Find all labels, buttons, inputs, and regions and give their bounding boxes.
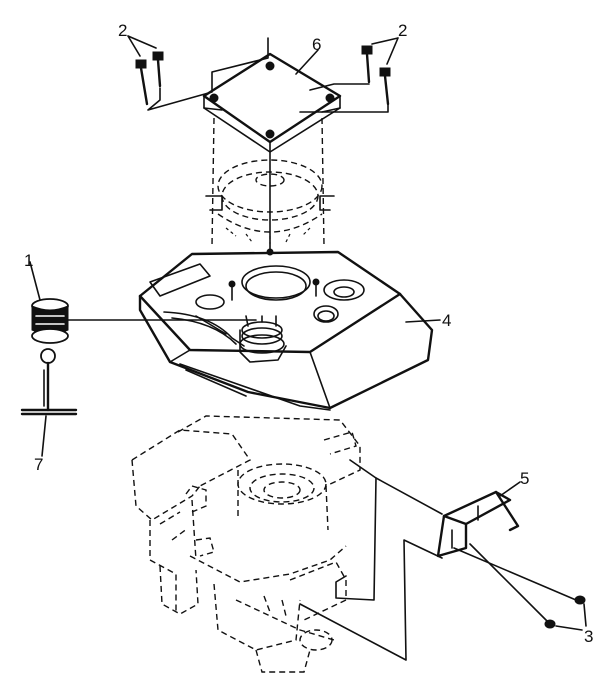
callout-oil-cap: 1 — [24, 251, 33, 270]
callout-cover-plate: 6 — [312, 35, 321, 54]
screw-bottom-1 — [574, 595, 586, 605]
screw-left-1 — [135, 59, 149, 106]
oil-cap — [31, 298, 69, 344]
engine-block-hidden — [131, 415, 361, 673]
callout-screws-right: 2 — [398, 21, 407, 40]
screw-left-2 — [152, 51, 164, 88]
dipstick — [20, 348, 78, 416]
callout-screws-bottom: 3 — [584, 627, 593, 646]
callout-dipstick: 7 — [34, 455, 43, 474]
engine-shroud — [138, 250, 434, 411]
callout-shroud: 4 — [442, 311, 451, 330]
screw-right-2 — [379, 67, 391, 106]
callout-screws-left: 2 — [118, 21, 127, 40]
cover-plate — [202, 52, 342, 153]
screw-right-1 — [361, 45, 373, 84]
screw-bottom-2 — [544, 619, 556, 629]
oil-fill-neck — [239, 315, 287, 363]
mounting-bracket — [436, 490, 520, 558]
blower-housing-hidden — [205, 117, 335, 256]
callout-bracket: 5 — [520, 469, 529, 488]
